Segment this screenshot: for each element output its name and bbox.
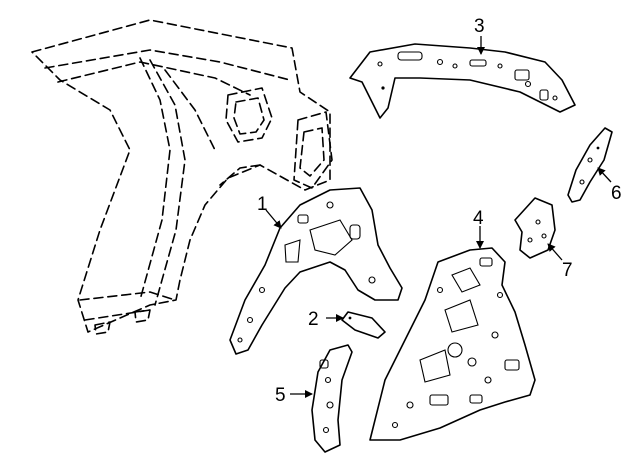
callout-4: 4 xyxy=(473,208,484,229)
part-4-inner-panel xyxy=(369,247,536,441)
callout-5: 5 xyxy=(275,385,286,406)
callout-6: 6 xyxy=(611,183,622,204)
part-7-bracket xyxy=(514,197,556,259)
callout-3: 3 xyxy=(474,16,485,37)
callout-leaders xyxy=(265,36,612,398)
part-1-wheelhouse xyxy=(229,187,403,355)
part-3-upper-rail xyxy=(349,43,576,119)
callout-1: 1 xyxy=(257,194,268,215)
callout-7: 7 xyxy=(562,260,573,281)
part-2-bracket xyxy=(341,311,386,339)
callout-2: 2 xyxy=(308,309,319,330)
part-5-lower-pillar xyxy=(311,344,353,453)
quarter-panel-outline xyxy=(31,19,333,335)
part-6-bracket xyxy=(567,127,613,203)
